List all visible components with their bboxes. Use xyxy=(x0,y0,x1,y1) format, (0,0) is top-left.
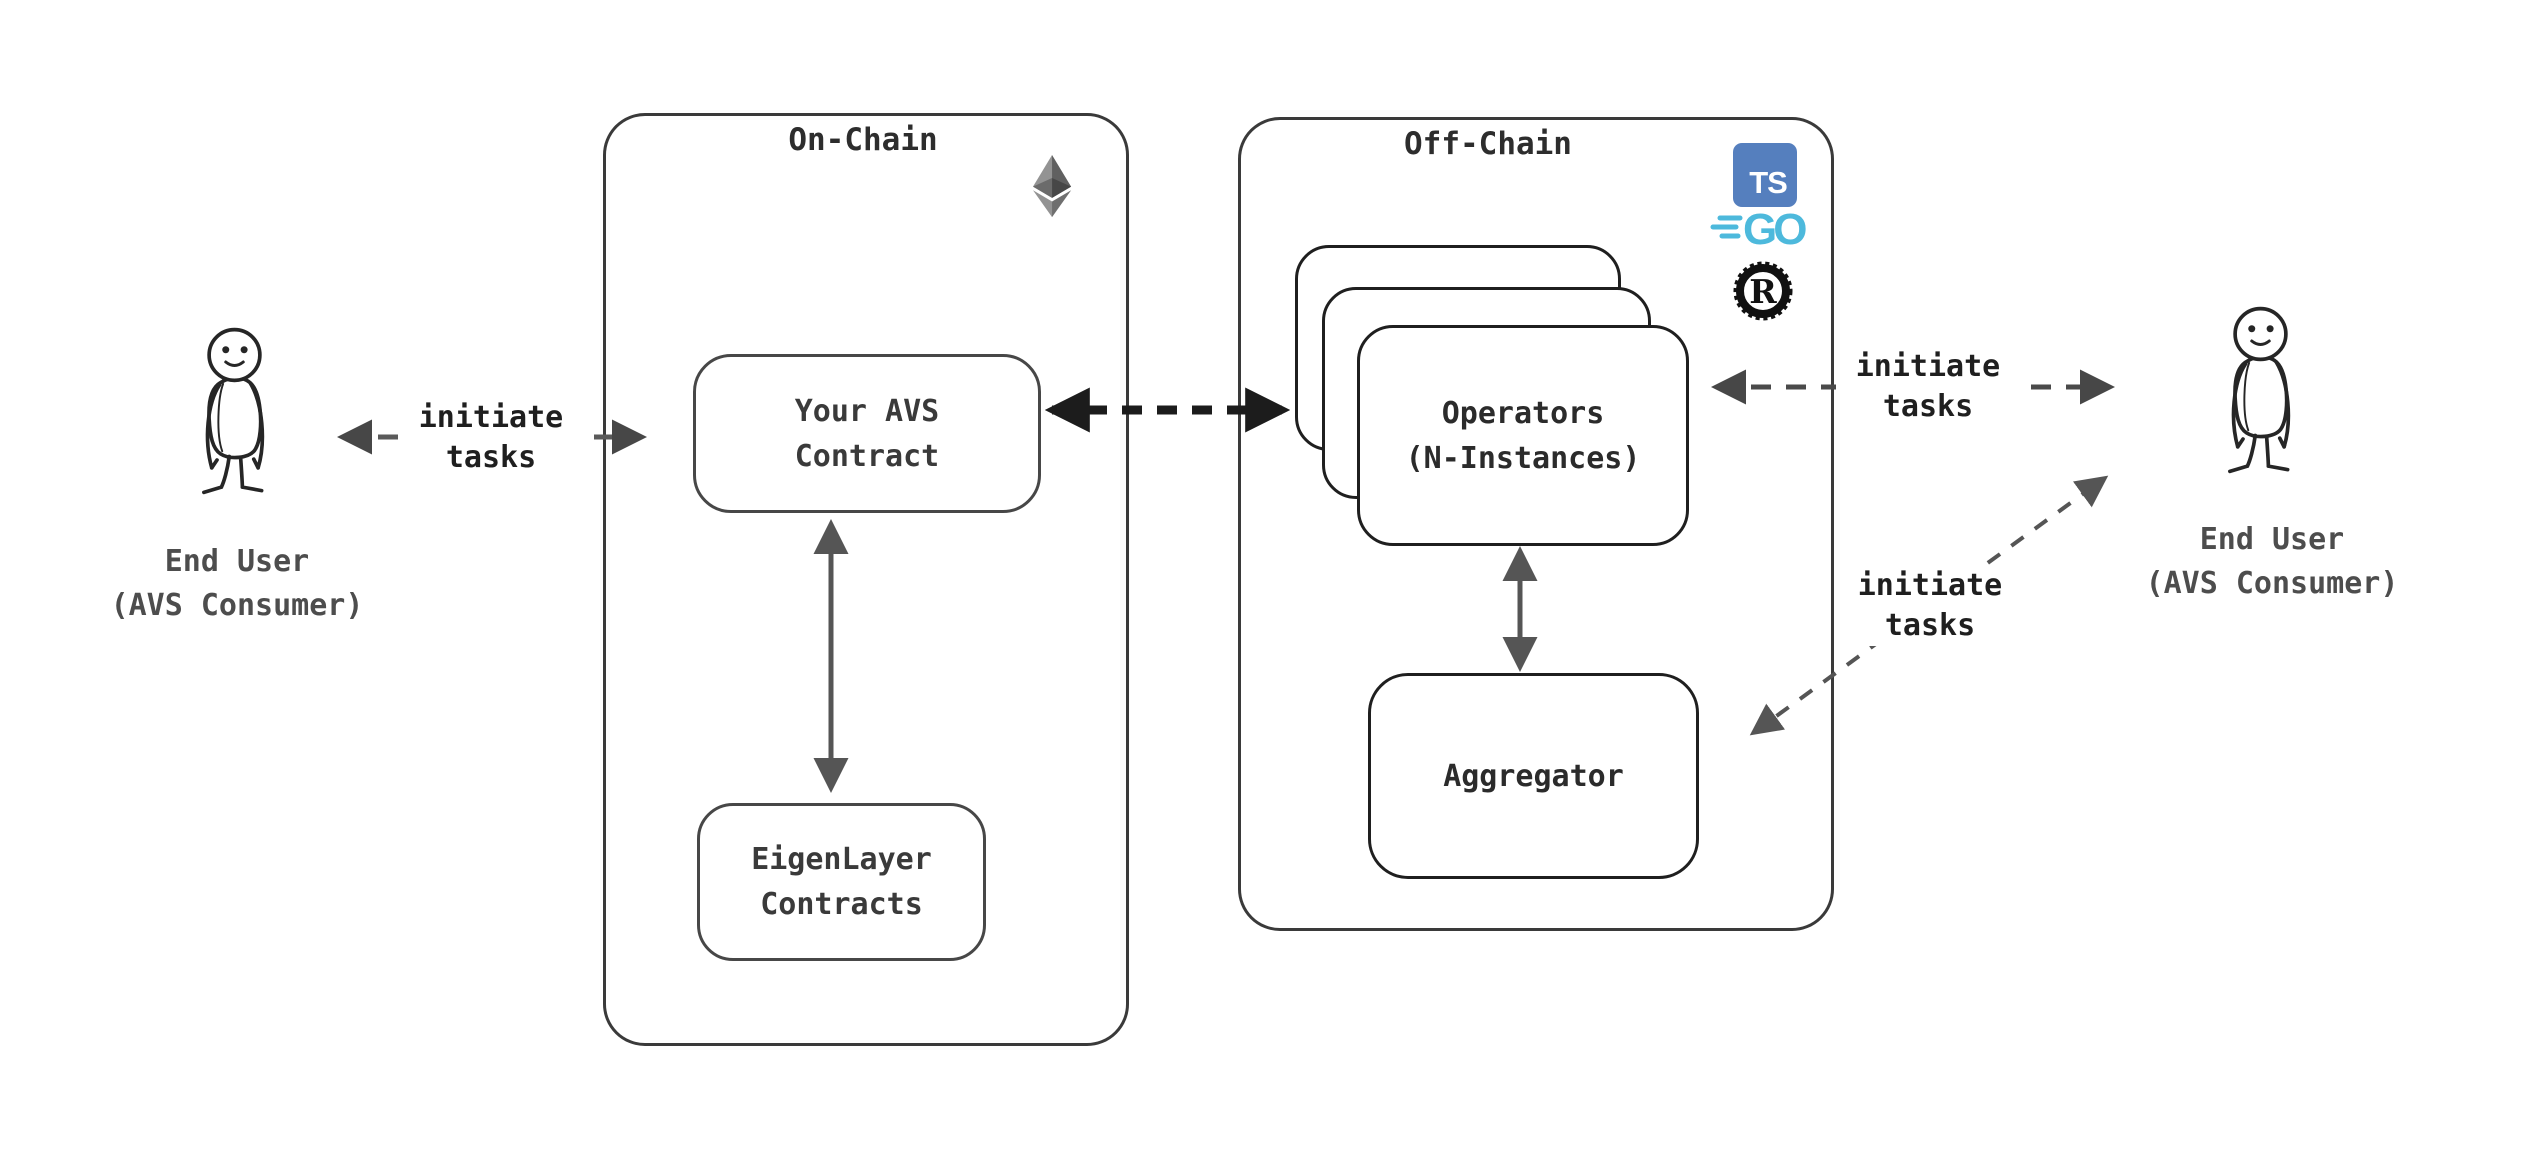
off-chain-title: Off-Chain xyxy=(1404,126,1572,162)
typescript-icon-label: TS xyxy=(1749,165,1788,200)
left-end-user-figure xyxy=(204,330,262,493)
typescript-icon: TS xyxy=(1733,143,1797,207)
operators-node: Operators (N-Instances) xyxy=(1357,325,1689,546)
eigenlayer-contracts-node: EigenLayer Contracts xyxy=(697,803,986,961)
right-top-initiate-tasks-label: initiate tasks xyxy=(1836,347,2020,427)
left-initiate-tasks-label: initiate tasks xyxy=(398,398,584,478)
aggregator-node: Aggregator xyxy=(1368,673,1699,879)
right-end-user-label: End User (AVS Consumer) xyxy=(2145,522,2399,601)
right-bottom-initiate-tasks-label: initiate tasks xyxy=(1838,566,2022,646)
your-avs-contract-node: Your AVS Contract xyxy=(693,354,1041,513)
right-end-user-figure xyxy=(2230,309,2288,472)
left-end-user-label: End User (AVS Consumer) xyxy=(110,544,364,623)
on-chain-title: On-Chain xyxy=(788,122,938,158)
